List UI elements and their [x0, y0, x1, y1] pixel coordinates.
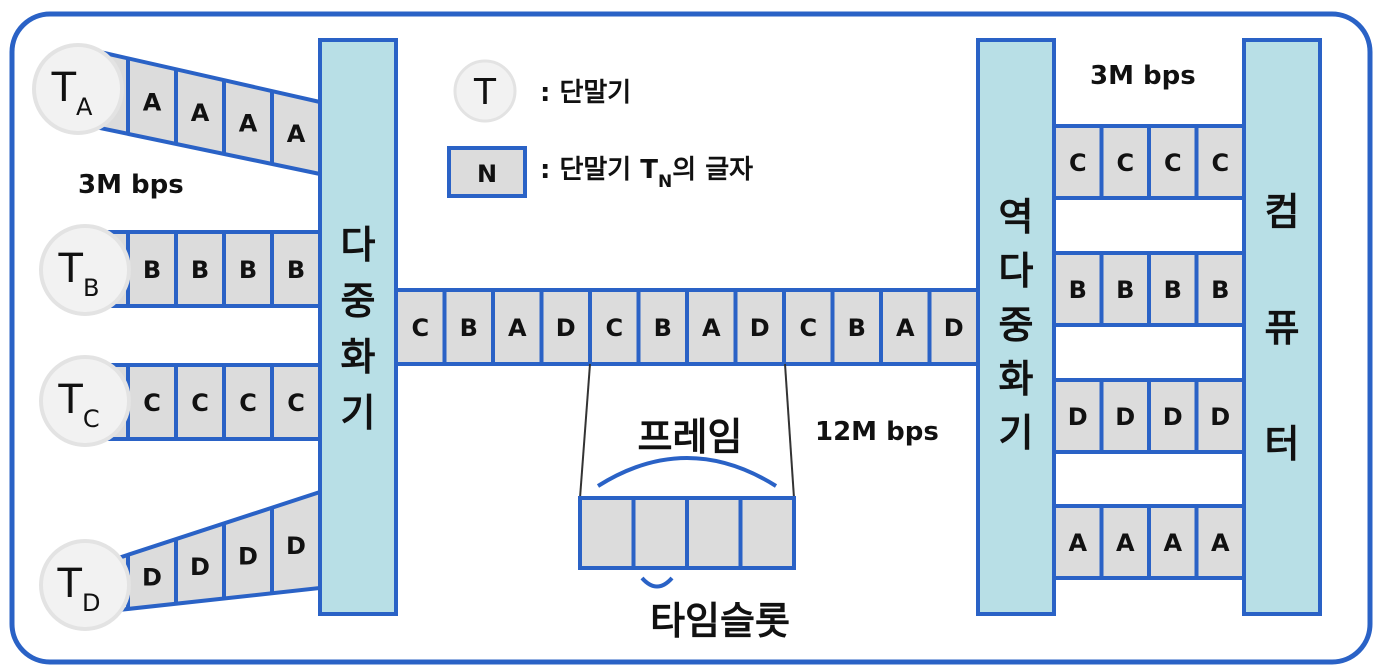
legend-char-symbol: N — [477, 160, 497, 188]
bar-char: 다 — [999, 249, 1034, 293]
output-cell-char: C — [1116, 149, 1134, 177]
link-cell-char: D — [944, 314, 964, 342]
input-cell-char: B — [239, 256, 257, 284]
link-cell-char: B — [654, 314, 672, 342]
terminal-label: TD — [57, 561, 101, 617]
input-cell-char: C — [287, 389, 305, 417]
time-slot-label: 타임슬롯 — [650, 599, 790, 643]
terminal-b-icon — [39, 224, 131, 316]
link-cell-char: D — [556, 314, 576, 342]
output-cell-char: A — [1211, 529, 1230, 557]
input-cell-char: A — [239, 109, 258, 137]
input-cell-char: D — [286, 532, 306, 560]
input-cell-char: B — [287, 256, 305, 284]
bar-char: 기 — [341, 391, 376, 435]
input-cell-char: D — [238, 543, 258, 571]
output-cell-char: A — [1163, 529, 1182, 557]
terminal-label: TA — [51, 65, 93, 121]
input-rate-label: 3M bps — [78, 170, 184, 200]
bar-char: 퓨 — [1265, 306, 1300, 350]
output-cell-char: A — [1068, 529, 1087, 557]
computer-bar — [1242, 38, 1322, 616]
bar-char: 화 — [341, 335, 376, 379]
bar-char: 화 — [999, 357, 1034, 401]
output-cell-char: D — [1068, 403, 1088, 431]
output-cell-char: D — [1163, 403, 1183, 431]
legend-terminal-symbol: T — [473, 72, 497, 113]
terminal-label: TB — [58, 246, 100, 302]
demultiplexer-bar — [976, 38, 1056, 616]
output-cell-char: C — [1211, 149, 1229, 177]
output-rate-label: 3M bps — [1090, 61, 1196, 91]
link-cell-char: C — [799, 314, 817, 342]
input-cell-char: C — [191, 389, 209, 417]
bar-char: 컴 — [1265, 190, 1300, 234]
input-cell-char: B — [143, 256, 161, 284]
multiplexer-bar — [318, 38, 398, 616]
zoom-line-right — [784, 363, 795, 499]
input-cell-char: A — [191, 99, 210, 127]
output-cell-char: C — [1164, 149, 1182, 177]
bar-char: 중 — [341, 279, 376, 323]
output-cell-char: D — [1210, 403, 1230, 431]
link-cell-char: A — [702, 314, 721, 342]
output-cell-char: A — [1116, 529, 1135, 557]
link-cell-char: A — [896, 314, 915, 342]
legend-terminal-icon — [453, 59, 517, 123]
bar-char: 터 — [1265, 422, 1300, 466]
terminal-a-icon — [32, 43, 124, 135]
input-cell-char: C — [143, 389, 161, 417]
terminal-c-icon — [39, 355, 131, 447]
input-cell-char: A — [143, 88, 162, 116]
zoom-line-left — [579, 363, 591, 499]
link-cell-char: B — [848, 314, 866, 342]
input-cell-char: A — [287, 120, 306, 148]
input-cell-char: D — [142, 564, 162, 592]
link-cell-char: D — [750, 314, 770, 342]
link-cell-char: A — [508, 314, 527, 342]
legend-terminal-desc: : 단말기 — [540, 78, 631, 108]
output-cell-char: B — [1069, 276, 1087, 304]
legend-char-desc: : 단말기 TN의 글자 — [540, 155, 753, 192]
legend-char-box — [447, 146, 527, 198]
terminals: TA TB TC TD — [32, 43, 131, 631]
terminal-d-icon — [39, 539, 131, 631]
input-cell-char: C — [239, 389, 257, 417]
bar-char: 역 — [999, 195, 1034, 239]
bar-char: 기 — [999, 411, 1034, 455]
link-rate-label: 12M bps — [815, 417, 939, 447]
output-cell-char: B — [1116, 276, 1134, 304]
link-cell-char: C — [411, 314, 429, 342]
link-cell-char: B — [460, 314, 478, 342]
output-cell-char: D — [1115, 403, 1135, 431]
output-cell-char: B — [1164, 276, 1182, 304]
legend: T : 단말기 N : 단말기 TN의 글자 — [447, 59, 753, 198]
frame-label: 프레임 — [638, 415, 743, 459]
computer-label: 컴퓨터 — [1265, 190, 1300, 466]
frame-brace — [596, 456, 778, 488]
input-cell-char: D — [190, 553, 210, 581]
bar-char: 중 — [999, 303, 1034, 347]
slot-brace — [640, 576, 674, 589]
link-cell-char: C — [605, 314, 623, 342]
bar-char: 다 — [341, 223, 376, 267]
terminal-label: TC — [57, 377, 99, 433]
input-cell-char: B — [191, 256, 209, 284]
output-cell-char: C — [1069, 149, 1087, 177]
output-cell-char: B — [1211, 276, 1229, 304]
